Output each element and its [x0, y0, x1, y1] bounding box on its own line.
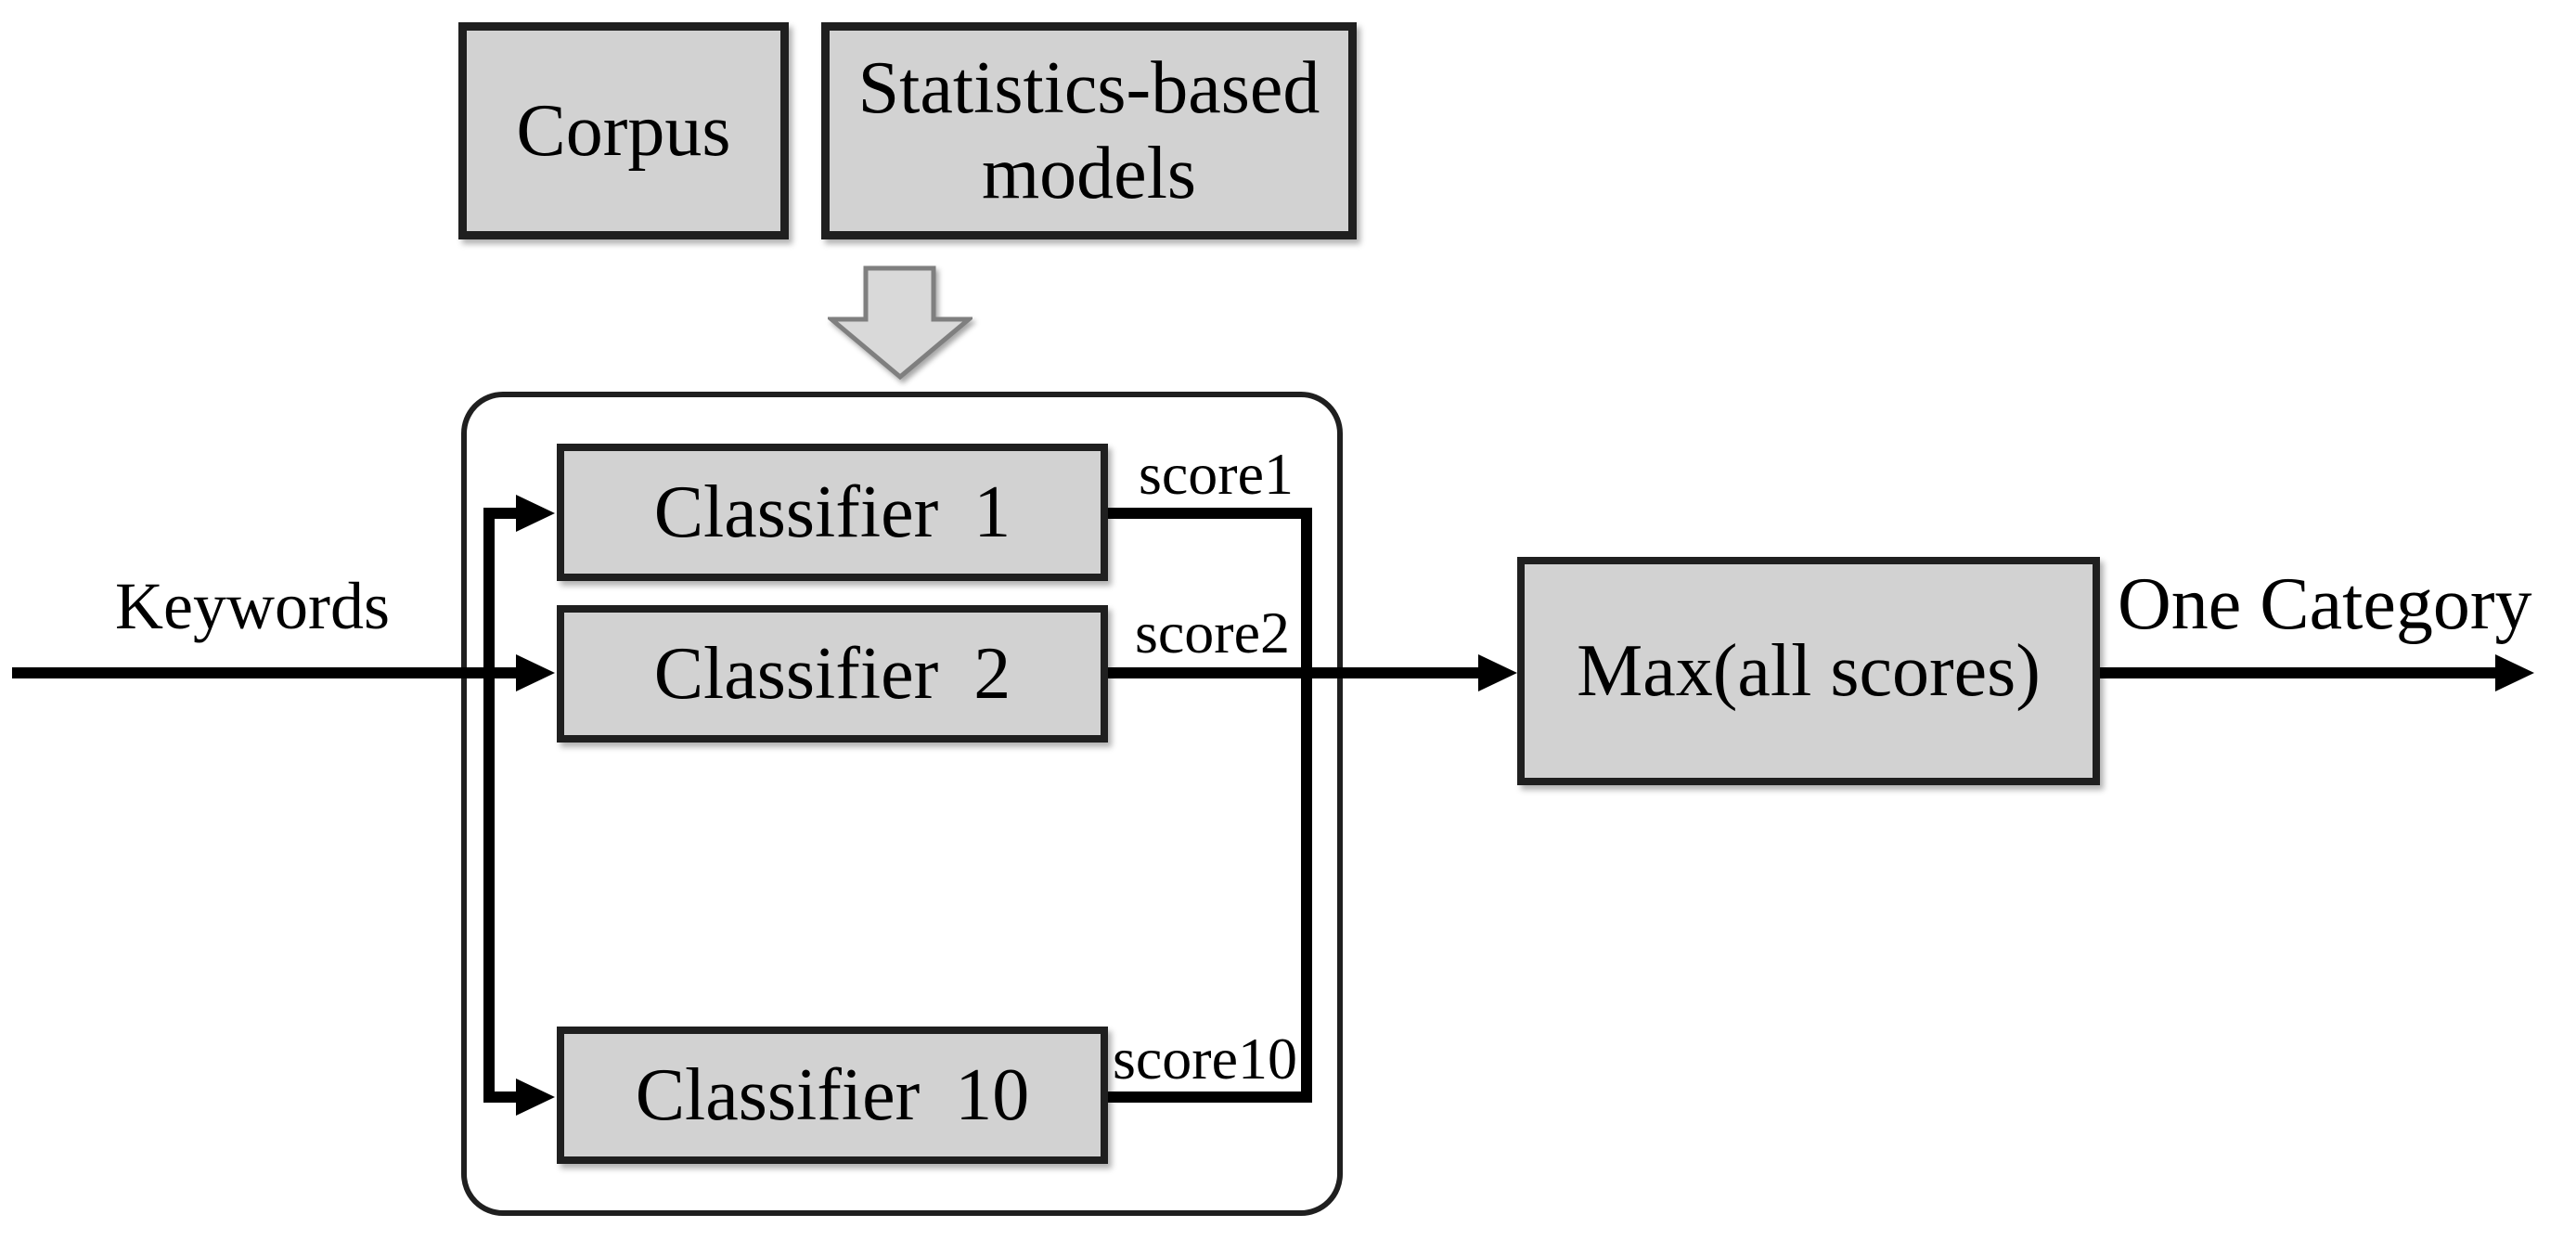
max-scores-label: Max(all scores): [1577, 630, 2041, 712]
score-collector-bus-line: [1301, 508, 1312, 1103]
category-output-line: [2100, 667, 2495, 678]
category-output-arrowhead-icon: [2495, 654, 2534, 691]
max-input-arrowhead-icon: [1478, 654, 1517, 691]
classifier-1-label: Classifier 1: [653, 471, 1011, 553]
classifier-ensemble-container: [461, 392, 1343, 1216]
classifier-1-box: Classifier 1: [557, 444, 1108, 581]
classifier1-input-arrowhead-icon: [516, 495, 555, 532]
classifier-10-label: Classifier 10: [635, 1054, 1030, 1136]
corpus-box: Corpus: [458, 22, 789, 239]
scores-to-max-line: [1108, 667, 1479, 678]
classifier-2-box: Classifier 2: [557, 605, 1108, 743]
keywords-label: Keywords: [115, 569, 390, 643]
classifier-10-box: Classifier 10: [557, 1027, 1108, 1164]
down-block-arrow-icon: [825, 265, 975, 385]
score1-label: score1: [1138, 441, 1294, 507]
score2-label: score2: [1134, 600, 1290, 665]
branch-to-classifier10-line: [483, 1091, 516, 1103]
keywords-arrow-line: [12, 667, 516, 678]
score10-label: score10: [1112, 1026, 1297, 1091]
branch-to-classifier1-line: [483, 508, 516, 519]
score1-connector-line: [1108, 508, 1312, 519]
input-branch-bus-line: [483, 508, 495, 1103]
score10-connector-line: [1108, 1091, 1312, 1103]
keywords-arrowhead-icon: [516, 654, 555, 691]
one-category-label: One Category: [2118, 563, 2532, 645]
max-scores-box: Max(all scores): [1517, 557, 2100, 785]
statistics-models-box: Statistics-based models: [821, 22, 1357, 239]
statistics-models-box-label: Statistics-based models: [857, 47, 1320, 214]
classifier10-input-arrowhead-icon: [516, 1079, 555, 1116]
classifier-2-label: Classifier 2: [653, 633, 1011, 715]
corpus-box-label: Corpus: [516, 90, 731, 172]
